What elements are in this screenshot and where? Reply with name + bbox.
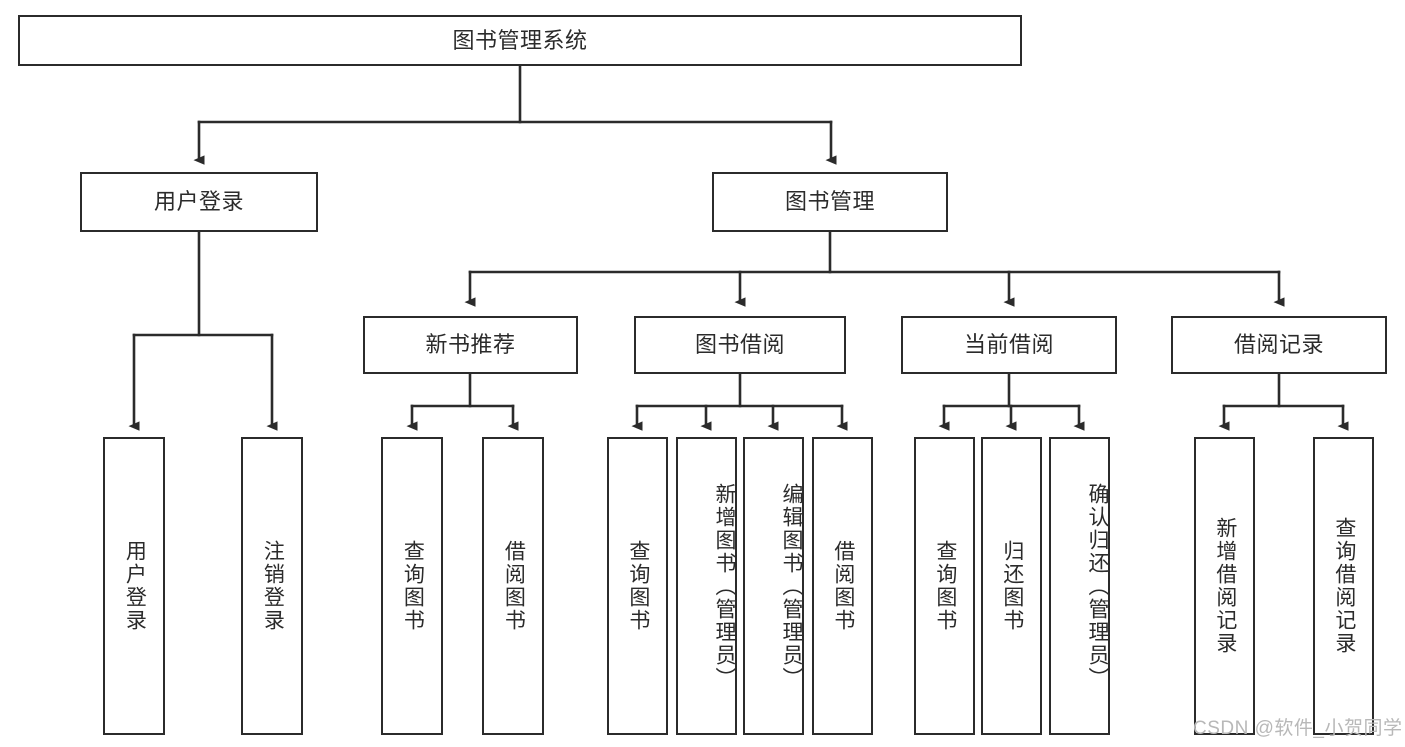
node-label: 图书管理	[784, 189, 875, 215]
leaf-confirm-return[interactable]: 确认归还（管理员）	[1049, 437, 1110, 735]
node-label: 查询图书	[401, 540, 425, 632]
leaf-query-borrow-record[interactable]: 查询借阅记录	[1313, 437, 1374, 735]
node-label: 新书推荐	[425, 332, 516, 358]
node-label: 查询借阅记录	[1332, 517, 1356, 655]
node-borrow-record[interactable]: 借阅记录	[1171, 316, 1387, 374]
leaf-logout-login[interactable]: 注销登录	[241, 437, 303, 735]
node-label: 借阅记录	[1233, 332, 1324, 358]
node-book-manage[interactable]: 图书管理	[712, 172, 948, 232]
leaf-add-borrow-record[interactable]: 新增借阅记录	[1194, 437, 1255, 735]
node-label: 用户登录	[123, 540, 147, 632]
node-label: 归还图书	[1000, 540, 1024, 632]
node-label: 借阅图书	[502, 540, 526, 632]
node-label: 查询图书	[626, 540, 650, 632]
leaf-edit-book[interactable]: 编辑图书（管理员）	[743, 437, 804, 735]
node-label: 图书借阅	[694, 332, 785, 358]
node-book-borrow[interactable]: 图书借阅	[634, 316, 846, 374]
node-label: 新增图书（管理员）	[713, 482, 736, 690]
node-label: 新增借阅记录	[1213, 517, 1237, 655]
leaf-query-book-currentborrow[interactable]: 查询图书	[914, 437, 975, 735]
node-label: 注销登录	[261, 540, 285, 632]
leaf-return-book[interactable]: 归还图书	[981, 437, 1042, 735]
leaf-user-login[interactable]: 用户登录	[103, 437, 165, 735]
node-label: 图书管理系统	[452, 27, 588, 53]
node-label: 确认归还（管理员）	[1086, 482, 1109, 690]
node-label: 当前借阅	[963, 332, 1054, 358]
leaf-borrow-book-newbook[interactable]: 借阅图书	[482, 437, 544, 735]
node-new-book-recommend[interactable]: 新书推荐	[363, 316, 578, 374]
node-user-login[interactable]: 用户登录	[80, 172, 318, 232]
node-current-borrow[interactable]: 当前借阅	[901, 316, 1117, 374]
node-label: 借阅图书	[831, 540, 855, 632]
node-label: 查询图书	[933, 540, 957, 632]
node-label: 用户登录	[153, 189, 244, 215]
leaf-query-book-bookborrow[interactable]: 查询图书	[607, 437, 668, 735]
node-root-book-management-system[interactable]: 图书管理系统	[18, 15, 1022, 66]
node-label: 编辑图书（管理员）	[780, 482, 803, 690]
leaf-query-book-newbook[interactable]: 查询图书	[381, 437, 443, 735]
leaf-add-book[interactable]: 新增图书（管理员）	[676, 437, 737, 735]
leaf-borrow-book-bookborrow[interactable]: 借阅图书	[812, 437, 873, 735]
